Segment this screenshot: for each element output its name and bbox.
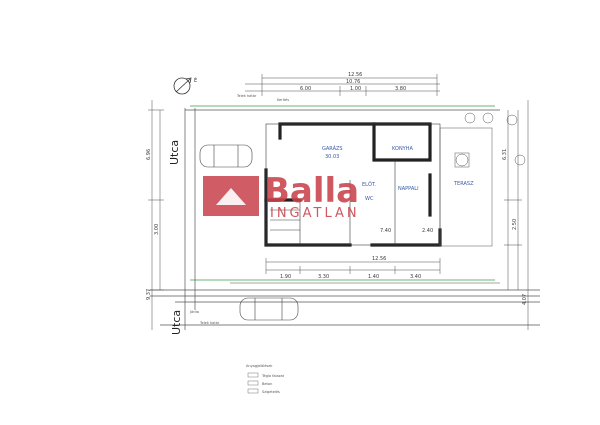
room-wc: WC (365, 196, 374, 202)
watermark-brand: Balla (264, 171, 359, 211)
dim-top-c: 3.80 (395, 86, 406, 92)
dim-top-b: 1.00 (350, 86, 361, 92)
legend-title: Anyagjelölések (246, 364, 273, 368)
dim-left-b: 3.00 (154, 224, 160, 235)
room-living: NAPPALI (398, 186, 419, 192)
car-top-icon (199, 144, 253, 168)
dim-bottom-b: 3.30 (318, 274, 329, 280)
legend: Anyagjelölések Tégla falazat Beton Szige… (246, 364, 285, 394)
car-bottom-icon (239, 297, 299, 321)
note-top-1: Telek határ (236, 94, 257, 98)
dim-inner-b: 2.40 (422, 228, 433, 234)
dim-top-a: 6.00 (300, 86, 311, 92)
north-label: É (194, 76, 197, 84)
room-garage-area: 30.03 (325, 154, 339, 160)
dim-right-b: 2.50 (512, 219, 518, 230)
tree-icon (464, 112, 526, 166)
house-icon (216, 188, 246, 205)
note-bottom-1: Járda (189, 310, 199, 314)
dim-top-total: 12.56 (348, 72, 362, 78)
room-hall: ELŐT. (362, 181, 376, 188)
dim-top-inner: 10.76 (346, 79, 360, 85)
dim-left-a: 6.96 (146, 149, 152, 160)
note-top-2: Kerítés (277, 98, 289, 102)
room-kitchen: KONYHA (392, 146, 413, 152)
watermark-logo: Balla INGATLAN (203, 171, 360, 221)
watermark-sub: INGATLAN (270, 206, 360, 221)
dim-bottom-d: 3.40 (410, 274, 421, 280)
dim-inner-a: 7.40 (380, 228, 391, 234)
dim-right-c: 4.07 (522, 294, 528, 305)
legend-item-3: Szigetelés (262, 390, 280, 394)
dim-left-c: 9.37 (146, 289, 152, 300)
room-terrace: TERASZ (453, 181, 474, 187)
legend-item-1: Tégla falazat (261, 374, 285, 378)
north-arrow-icon (173, 77, 192, 95)
legend-item-2: Beton (262, 382, 272, 386)
dim-right-a: 6.31 (502, 149, 508, 160)
street-label-top: Utca (168, 140, 181, 165)
room-garage: GARÁZS (322, 145, 343, 152)
street-label-bottom: Utca (170, 310, 183, 335)
dim-bottom-c: 1.40 (368, 274, 379, 280)
dim-bottom-a: 1.90 (280, 274, 291, 280)
dim-bottom-total: 12.56 (372, 256, 386, 262)
note-bottom-2: Telek határ (199, 321, 220, 325)
